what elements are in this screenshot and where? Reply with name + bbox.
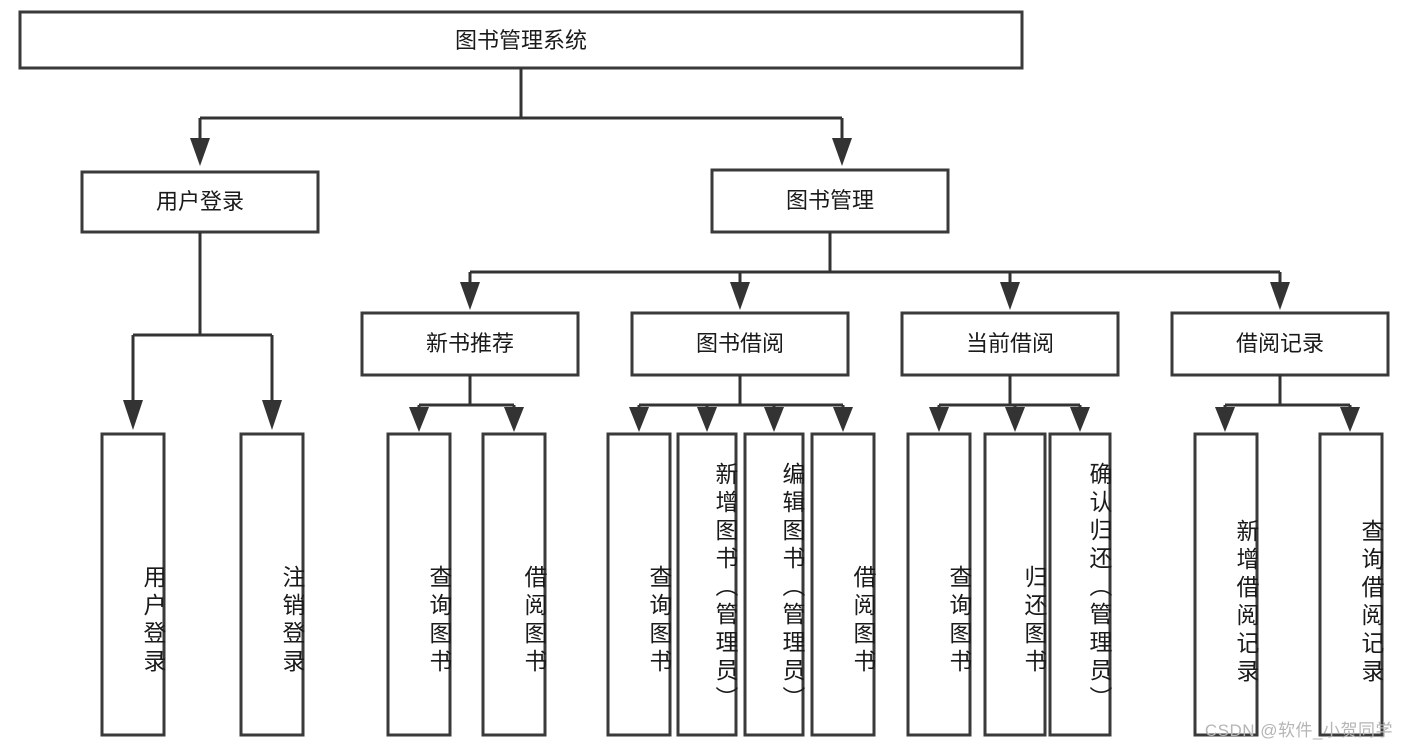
connector-borrow-record-to-leaves [1215,375,1360,432]
node-current-borrow-label: 当前借阅 [966,331,1054,356]
arrow-head-icon [730,282,750,310]
arrow-head-icon [1270,282,1290,310]
arrow-head-icon [460,282,480,310]
arrow-head-icon [832,138,852,166]
leaf-box[interactable] [100,432,166,737]
node-user-login[interactable]: 用户登录 [80,170,320,234]
csdn-watermark: CSDN @软件_小贺同学 [1204,721,1393,740]
arrow-head-icon [262,400,282,430]
node-book-management[interactable]: 图书管理 [710,168,950,234]
arrow-head-icon [833,407,853,432]
leaf-box[interactable] [676,432,738,737]
leaf-box[interactable] [606,432,672,737]
arrow-head-icon [697,407,717,432]
leaf-box[interactable] [983,432,1047,737]
arrow-head-icon [1215,407,1235,432]
leaf-boxes [100,432,1384,737]
node-new-book-recommend-label: 新书推荐 [426,331,514,356]
node-book-management-label: 图书管理 [786,188,874,213]
arrow-head-icon [1000,282,1020,310]
node-new-book-recommend[interactable]: 新书推荐 [360,311,580,377]
node-user-login-box [80,170,320,234]
node-borrow-record-label: 借阅记录 [1236,331,1324,356]
arrow-head-icon [504,407,524,432]
leaf-box[interactable] [386,432,452,737]
leaf-box[interactable] [1048,432,1112,737]
arrow-head-icon [1005,407,1025,432]
node-book-borrow-label: 图书借阅 [696,331,784,356]
node-user-login-label: 用户登录 [156,189,244,214]
leaf-box[interactable] [743,432,805,737]
connector-root-to-level2 [190,68,852,166]
node-book-borrow[interactable]: 图书借阅 [630,311,850,377]
arrow-head-icon [190,138,210,166]
node-borrow-record[interactable]: 借阅记录 [1170,311,1390,377]
leaf-box[interactable] [1193,432,1259,737]
node-current-borrow-box [900,311,1120,377]
leaf-box[interactable] [906,432,972,737]
arrow-head-icon [929,407,949,432]
leaf-box[interactable] [481,432,547,737]
arrow-head-icon [764,407,784,432]
connector-book-borrow-to-leaves [629,375,853,432]
node-root-label: 图书管理系统 [455,28,587,53]
arrow-head-icon [1340,407,1360,432]
connector-book-management-to-level3 [460,232,1290,310]
arrow-head-icon [409,407,429,432]
node-new-book-recommend-box [360,311,580,377]
leaf-box[interactable] [810,432,876,737]
arrow-head-icon [123,400,143,430]
connector-new-book-recommend-to-leaves [409,375,524,432]
connector-current-borrow-to-leaves [929,375,1090,432]
node-root[interactable]: 图书管理系统 [18,10,1024,70]
node-current-borrow[interactable]: 当前借阅 [900,311,1120,377]
arrow-head-icon [1070,407,1090,432]
connector-user-login-to-leaves [123,232,282,430]
arrow-head-icon [629,407,649,432]
leaf-box[interactable] [1318,432,1384,737]
leaf-box[interactable] [239,432,305,737]
node-root-box [18,10,1024,70]
